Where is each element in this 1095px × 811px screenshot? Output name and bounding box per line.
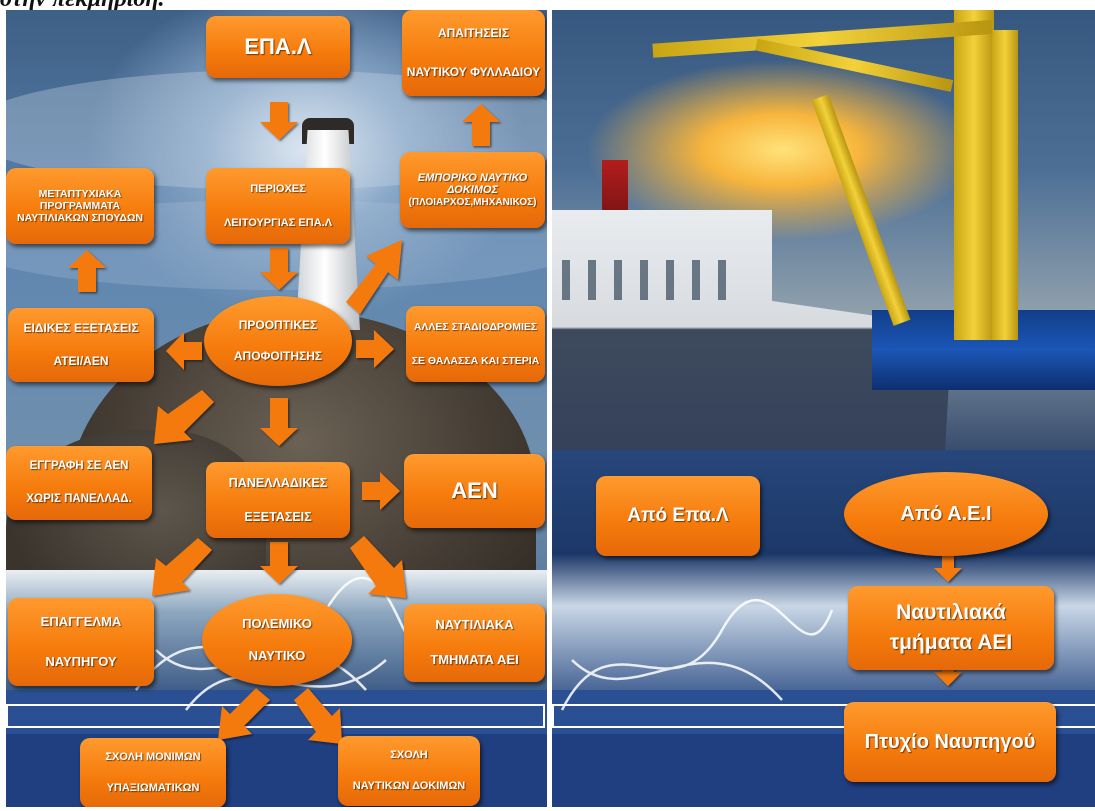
node-line: ΠΟΛΕΜΙΚΟ bbox=[242, 615, 312, 631]
ship-funnel bbox=[602, 160, 628, 216]
node-sxoli-monimon: ΣΧΟΛΗ ΜΟΝΙΜΩΝ ΥΠΑΞΙΩΜΑΤΙΚΩΝ bbox=[80, 738, 226, 807]
node-line: ΕΞΕΤΑΣΕΙΣ bbox=[244, 509, 312, 524]
arrow-down bbox=[934, 660, 962, 686]
node-line: ΕΙΔΙΚΕΣ ΕΞΕΤΑΣΕΙΣ bbox=[23, 320, 139, 335]
node-line: ΣΧΟΛΗ bbox=[390, 749, 428, 762]
node-line: ΤΜΗΜΑΤΑ ΑΕΙ bbox=[430, 652, 519, 668]
node-eggrafi-aen: ΕΓΓΡΑΦΗ ΣΕ ΑΕΝ ΧΩΡΙΣ ΠΑΝΕΛΛΑΔ. bbox=[6, 446, 152, 520]
arrow-right bbox=[362, 472, 400, 510]
node-line: ΝΑΥΤΙΚΩΝ ΔΟΚΙΜΩΝ bbox=[352, 780, 466, 793]
arrow-down bbox=[260, 398, 298, 446]
node-eidikes-exetaseis: ΕΙΔΙΚΕΣ ΕΞΕΤΑΣΕΙΣ ΑΤΕΙ/ΑΕΝ bbox=[8, 308, 154, 382]
arrow-right bbox=[356, 330, 394, 368]
node-line: ΕΜΠΟΡΙΚΟ ΝΑΥΤΙΚΟ bbox=[417, 171, 528, 184]
node-apo-aei: Από Α.Ε.Ι bbox=[844, 472, 1048, 556]
node-line: ΠΑΝΕΛΛΑΔΙΚΕΣ bbox=[228, 475, 328, 490]
node-line: Από Α.Ε.Ι bbox=[900, 502, 992, 525]
node-line: ΠΕΡΙΟΧΕΣ bbox=[250, 182, 306, 195]
node-line: ΕΓΓΡΑΦΗ ΣΕ ΑΕΝ bbox=[29, 459, 129, 472]
left-diagram-panel: ΕΠΑ.Λ ΑΠΑΙΤΗΣΕΙΣ ΝΑΥΤΙΚΟΥ ΦΥΛΛΑΔΙΟΥ ΠΕΡΙ… bbox=[6, 10, 547, 807]
right-diagram-panel: Από Επα.Λ Από Α.Ε.Ι Ναυτιλιακά τμήματα Α… bbox=[552, 10, 1095, 807]
node-line: ΑΕΝ bbox=[451, 478, 498, 504]
ship-windows bbox=[562, 260, 742, 300]
node-line: ΕΠΑ.Λ bbox=[244, 34, 312, 60]
arrow-diagonal bbox=[294, 688, 342, 744]
node-epal: ΕΠΑ.Λ bbox=[206, 16, 350, 78]
node-line: Από Επα.Λ bbox=[627, 505, 729, 527]
node-panelladikes-exetaseis: ΠΑΝΕΛΛΑΔΙΚΕΣ ΕΞΕΤΑΣΕΙΣ bbox=[206, 462, 350, 538]
arrow-diagonal bbox=[218, 688, 270, 740]
node-prooptikes-apofoitisis: ΠΡΟΟΠΤΙΚΕΣ ΑΠΟΦΟΙΤΗΣΗΣ bbox=[204, 296, 352, 386]
node-apaitiseis: ΑΠΑΙΤΗΣΕΙΣ ΝΑΥΤΙΚΟΥ ΦΥΛΛΑΔΙΟΥ bbox=[402, 10, 545, 96]
node-line: ΝΑΥΤΙΚΟΥ ΦΥΛΛΑΔΙΟΥ bbox=[406, 64, 541, 79]
node-line: ΑΠΑΙΤΗΣΕΙΣ bbox=[437, 25, 510, 40]
node-line: Ναυτιλιακά bbox=[896, 600, 1006, 624]
node-perioxes: ΠΕΡΙΟΧΕΣ ΛΕΙΤΟΥΡΓΙΑΣ ΕΠΑ.Λ bbox=[206, 168, 350, 244]
node-line: ΝΑΥΤΙΛΙΑΚΩΝ ΣΠΟΥΔΩΝ bbox=[17, 212, 143, 225]
node-line: ΠΡΟΟΠΤΙΚΕΣ bbox=[238, 317, 318, 332]
header-caption: οτην πεκμηριοη. bbox=[0, 0, 300, 12]
node-naytiliaka-tmimata-aei: Ναυτιλιακά τμήματα ΑΕΙ bbox=[848, 586, 1054, 670]
arrow-up bbox=[462, 104, 500, 146]
node-line: ΑΤΕΙ/ΑΕΝ bbox=[53, 353, 109, 368]
node-line: ΣΧΟΛΗ ΜΟΝΙΜΩΝ bbox=[105, 751, 201, 764]
node-line: (ΠΛΟΙΑΡΧΟΣ,ΜΗΧΑΝΙΚΟΣ) bbox=[408, 196, 537, 208]
arrow-diagonal bbox=[154, 390, 214, 444]
node-line: ΧΩΡΙΣ ΠΑΝΕΛΛΑΔ. bbox=[26, 492, 132, 505]
arrows-layer bbox=[934, 556, 962, 686]
node-emporiko-naytiko: ΕΜΠΟΡΙΚΟ ΝΑΥΤΙΚΟ ΔΟΚΙΜΟΣ (ΠΛΟΙΑΡΧΟΣ,ΜΗΧΑ… bbox=[400, 152, 545, 228]
node-metaptyxiaka: ΜΕΤΑΠΤΥΧΙΑΚΑ ΠΡΟΓΡΑΜΜΑΤΑ ΝΑΥΤΙΛΙΑΚΩΝ ΣΠΟ… bbox=[6, 168, 154, 244]
arrow-down bbox=[260, 542, 298, 584]
node-line: ΝΑΥΤΙΛΙΑΚΑ bbox=[435, 617, 514, 633]
node-line: ΔΟΚΙΜΟΣ bbox=[447, 184, 498, 197]
node-line: ΜΕΤΑΠΤΥΧΙΑΚΑ bbox=[38, 187, 122, 200]
node-sxoli-naytikon-dokimon: ΣΧΟΛΗ ΝΑΥΤΙΚΩΝ ΔΟΚΙΜΩΝ bbox=[338, 736, 480, 806]
node-apo-epal: Από Επα.Λ bbox=[596, 476, 760, 556]
node-line: ΠΡΟΓΡΑΜΜΑΤΑ bbox=[39, 199, 121, 212]
node-line: ΛΕΙΤΟΥΡΓΙΑΣ ΕΠΑ.Λ bbox=[223, 216, 333, 229]
node-line: ΝΑΥΤΙΚΟ bbox=[248, 647, 306, 663]
node-line: ΕΠΑΓΓΕΛΜΑ bbox=[40, 613, 122, 629]
crane-tower bbox=[954, 10, 994, 340]
node-line: Πτυχίο Ναυπηγού bbox=[864, 730, 1036, 753]
arrow-left bbox=[166, 332, 202, 370]
node-ptyxio-naypigoy: Πτυχίο Ναυπηγού bbox=[844, 702, 1056, 782]
node-naytiliaka-tmimata: ΝΑΥΤΙΛΙΑΚΑ ΤΜΗΜΑΤΑ ΑΕΙ bbox=[404, 604, 545, 682]
node-line: ΝΑΥΠΗΓΟΥ bbox=[45, 653, 117, 669]
node-alles-stadiodromies: ΑΛΛΕΣ ΣΤΑΔΙΟΔΡΟΜΙΕΣ ΣΕ ΘΑΛΑΣΣΑ ΚΑΙ ΣΤΕΡΙ… bbox=[406, 306, 545, 382]
node-aen: ΑΕΝ bbox=[404, 454, 545, 528]
node-line: ΑΛΛΕΣ ΣΤΑΔΙΟΔΡΟΜΙΕΣ bbox=[413, 320, 538, 333]
node-line: ΣΕ ΘΑΛΑΣΣΑ ΚΑΙ ΣΤΕΡΙΑ bbox=[411, 354, 540, 367]
crane-tower bbox=[992, 30, 1018, 340]
arrow-diagonal bbox=[350, 536, 406, 598]
node-line: ΥΠΑΞΙΩΜΑΤΙΚΩΝ bbox=[106, 782, 200, 795]
arrow-diagonal bbox=[152, 538, 212, 596]
arrow-down bbox=[260, 248, 298, 290]
arrows-layer bbox=[68, 102, 500, 744]
node-polemiko-naytiko: ΠΟΛΕΜΙΚΟ ΝΑΥΤΙΚΟ bbox=[202, 594, 352, 686]
arrow-up bbox=[68, 250, 106, 292]
arrow-down bbox=[934, 556, 962, 582]
node-line: ΑΠΟΦΟΙΤΗΣΗΣ bbox=[233, 348, 323, 363]
arrow-down bbox=[260, 102, 298, 140]
node-line: τμήματα ΑΕΙ bbox=[889, 631, 1013, 654]
node-epaggelma-naypigoy: ΕΠΑΓΓΕΛΜΑ ΝΑΥΠΗΓΟΥ bbox=[8, 598, 154, 686]
arrow-diagonal bbox=[346, 240, 402, 314]
